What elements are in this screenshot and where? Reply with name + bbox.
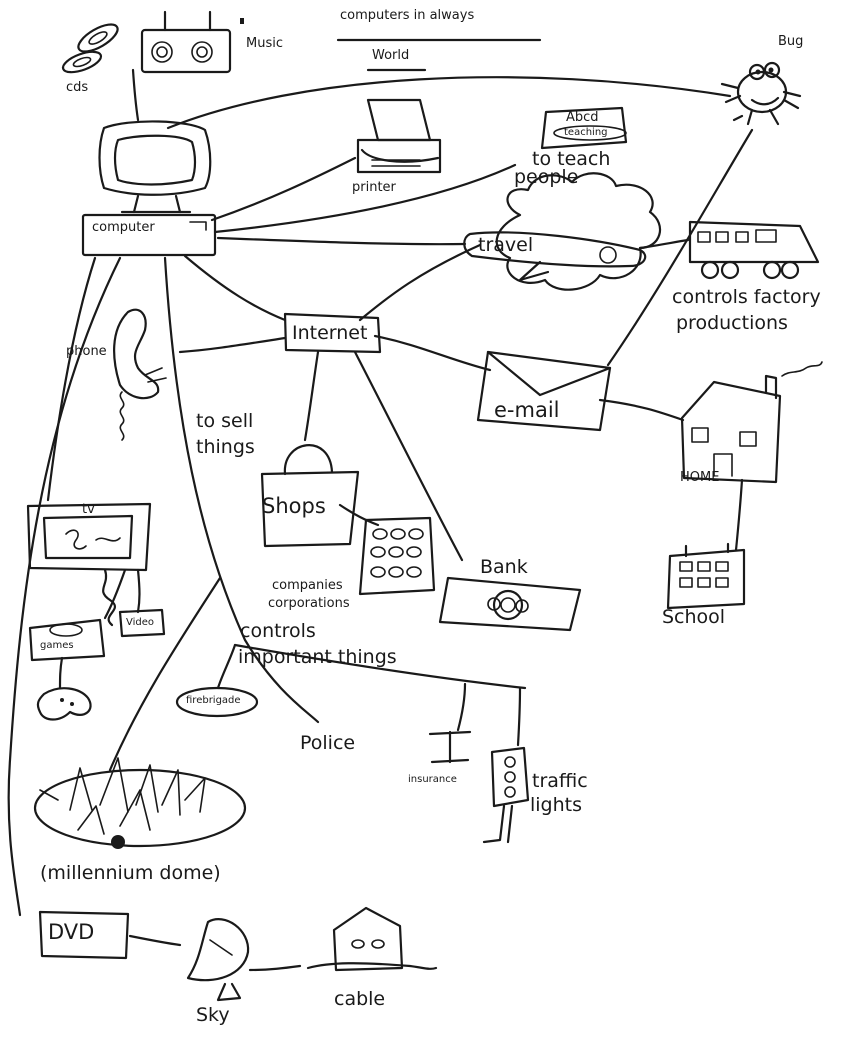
printer-drawing bbox=[356, 98, 442, 174]
video-drawing bbox=[118, 608, 166, 638]
traffic-light-drawing bbox=[482, 746, 530, 844]
sky-dish-drawing bbox=[186, 918, 250, 1002]
title-line-2: World bbox=[372, 48, 410, 63]
dome-drawing bbox=[33, 757, 247, 849]
link-tv-video bbox=[136, 568, 141, 614]
title-underline bbox=[336, 38, 542, 72]
link-email-home bbox=[598, 398, 685, 422]
companies-calculator-drawing bbox=[358, 516, 436, 596]
link-computer-teach bbox=[213, 163, 517, 234]
important-label-line-2: important things bbox=[238, 646, 397, 668]
teach-label-line-1: to teach bbox=[532, 148, 611, 170]
companies-label-line-2: corporations bbox=[268, 596, 350, 611]
link-internet-email bbox=[373, 334, 492, 372]
bug-drawing bbox=[720, 61, 802, 126]
link-tv-games bbox=[103, 568, 127, 620]
bug-label: Bug bbox=[778, 34, 804, 49]
abcd-label: Abcd bbox=[566, 110, 599, 125]
shop-bag-drawing bbox=[260, 444, 360, 548]
link-computer-police bbox=[163, 256, 320, 724]
link-computer-music bbox=[131, 68, 140, 122]
link-internet-travel bbox=[358, 243, 482, 322]
link-important-traffic bbox=[516, 686, 522, 747]
dome-label: (millennium dome) bbox=[40, 862, 221, 884]
tv-label: tv bbox=[82, 502, 95, 517]
phone-label: phone bbox=[66, 344, 107, 359]
link-tv-wires bbox=[102, 568, 117, 627]
link-dome-rise bbox=[108, 576, 222, 772]
sky-label: Sky bbox=[196, 1004, 230, 1026]
link-computer-bug bbox=[166, 76, 732, 130]
shops-label: Shops bbox=[262, 494, 326, 518]
link-internet-bank bbox=[353, 350, 464, 562]
link-important-branch bbox=[233, 643, 527, 690]
link-internet-shops bbox=[303, 350, 320, 442]
cds-label: cds bbox=[66, 80, 89, 95]
link-important-fire bbox=[216, 643, 237, 690]
teach-label-line-2: people bbox=[514, 166, 579, 188]
factory-label-line-2: productions bbox=[676, 312, 788, 334]
sell-label-line-1: to sell bbox=[196, 410, 254, 432]
tv-drawing bbox=[26, 502, 152, 572]
printer-label: printer bbox=[352, 180, 396, 195]
link-home-school bbox=[734, 478, 744, 552]
link-computer-internet bbox=[183, 254, 287, 322]
firebrigade-label: firebrigade bbox=[186, 695, 241, 706]
factory-label-line-1: controls factory bbox=[672, 286, 821, 308]
traffic-label-line-2: lights bbox=[530, 794, 583, 816]
computer-label: computer bbox=[92, 220, 155, 235]
link-computer-travel bbox=[216, 236, 467, 246]
email-envelope-drawing bbox=[476, 350, 612, 432]
link-sky-cable bbox=[248, 964, 302, 972]
police-label: Police bbox=[300, 732, 356, 754]
email-label: e-mail bbox=[494, 398, 560, 422]
link-important-insurance bbox=[456, 682, 467, 732]
cable-label: cable bbox=[334, 988, 386, 1010]
music-player-drawing bbox=[140, 10, 244, 74]
video-label: Video bbox=[126, 617, 155, 628]
cable-house-drawing bbox=[306, 906, 438, 972]
home-drawing bbox=[680, 361, 823, 484]
link-dvd-sky bbox=[128, 934, 182, 947]
link-games-controller bbox=[58, 656, 64, 690]
internet-label: Internet bbox=[292, 322, 368, 344]
insurance-label: insurance bbox=[408, 774, 457, 785]
link-email-bug bbox=[606, 128, 754, 367]
link-computer-dvd bbox=[7, 256, 122, 917]
cds-drawing bbox=[61, 23, 119, 74]
home-label: HOME bbox=[680, 470, 720, 485]
games-label: games bbox=[40, 640, 74, 651]
teaching-label: teaching bbox=[564, 127, 608, 138]
link-computer-printer bbox=[210, 156, 357, 222]
travel-label: travel bbox=[478, 234, 534, 256]
teaching-board-drawing bbox=[540, 106, 628, 150]
connectors bbox=[7, 68, 754, 972]
bank-note-drawing bbox=[438, 576, 582, 632]
games-drawing bbox=[28, 618, 106, 662]
cloud-plane-drawing bbox=[463, 172, 661, 291]
dvd-box bbox=[38, 910, 130, 960]
link-shops-companies bbox=[338, 503, 380, 527]
sell-label-line-2: things bbox=[196, 436, 255, 458]
factory-bus-drawing bbox=[688, 220, 820, 280]
companies-label-line-1: companies bbox=[272, 578, 343, 593]
link-internet-phone bbox=[178, 336, 287, 354]
link-computer-tv bbox=[46, 256, 97, 502]
music-label: Music bbox=[246, 36, 283, 51]
dvd-label: DVD bbox=[48, 920, 95, 944]
firebrigade-ellipse bbox=[175, 686, 259, 718]
important-label-line-1: controls bbox=[240, 620, 316, 642]
phone-drawing bbox=[113, 308, 167, 441]
computer-drawing bbox=[81, 120, 217, 257]
school-label: School bbox=[662, 606, 726, 628]
internet-box bbox=[283, 312, 382, 354]
controller-drawing bbox=[36, 687, 92, 721]
school-drawing bbox=[666, 542, 746, 610]
title-line-1: computers in always bbox=[340, 8, 475, 23]
insurance-drawing bbox=[428, 730, 472, 764]
traffic-label-line-1: traffic bbox=[532, 770, 588, 792]
bank-label: Bank bbox=[480, 556, 528, 578]
